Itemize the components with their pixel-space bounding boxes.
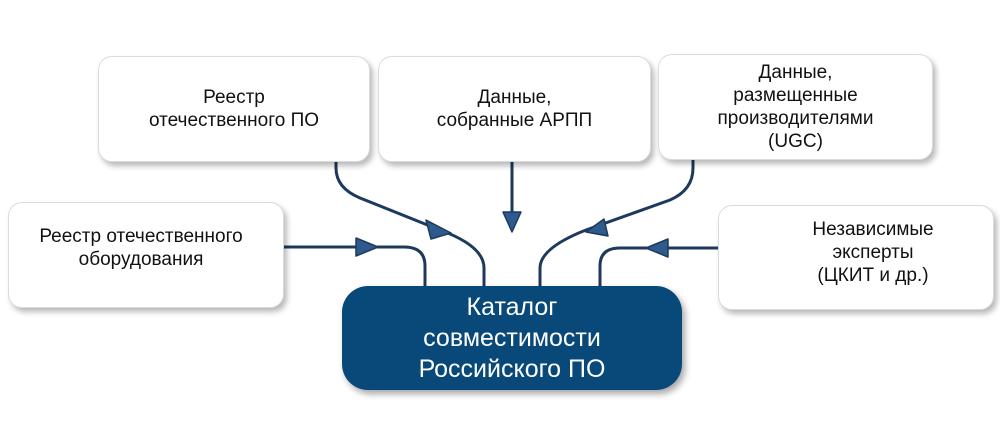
connector-registry-software: [334, 156, 486, 290]
source-box-registry-software: Реестр отечественного ПО: [98, 56, 370, 162]
source-label-registry-software: Реестр отечественного ПО: [148, 87, 320, 131]
arrowhead-registry-software: [425, 219, 452, 240]
source-label-ugc-data: Данные, размещенные производителями (UGC…: [717, 62, 874, 152]
source-label-arpp-data: Данные, собранные АРПП: [436, 87, 593, 131]
connector-independent-experts: [598, 246, 770, 290]
source-box-ugc-data: Данные, размещенные производителями (UGC…: [658, 54, 933, 160]
arrowhead-ugc-data: [585, 218, 609, 237]
connector-registry-hardware: [253, 245, 427, 290]
connector-ugc-data: [538, 148, 695, 290]
source-box-independent-experts: Независимые эксперты (ЦКИТ и др.): [718, 205, 994, 310]
arrowhead-registry-hardware: [355, 237, 379, 257]
source-label-registry-hardware: Реестр отечественного оборудования: [39, 226, 243, 270]
source-label-independent-experts: Независимые эксперты (ЦКИТ и др.): [812, 219, 934, 286]
arrowhead-arpp-data: [502, 211, 522, 233]
arrowhead-independent-experts: [645, 238, 669, 258]
catalog-center-node: Каталог совместимости Российского ПО: [342, 286, 682, 390]
source-box-registry-hardware: Реестр отечественного оборудования: [8, 202, 284, 308]
source-box-arpp-data: Данные, собранные АРПП: [378, 56, 651, 162]
catalog-label: Каталог совместимости Российского ПО: [418, 292, 606, 383]
